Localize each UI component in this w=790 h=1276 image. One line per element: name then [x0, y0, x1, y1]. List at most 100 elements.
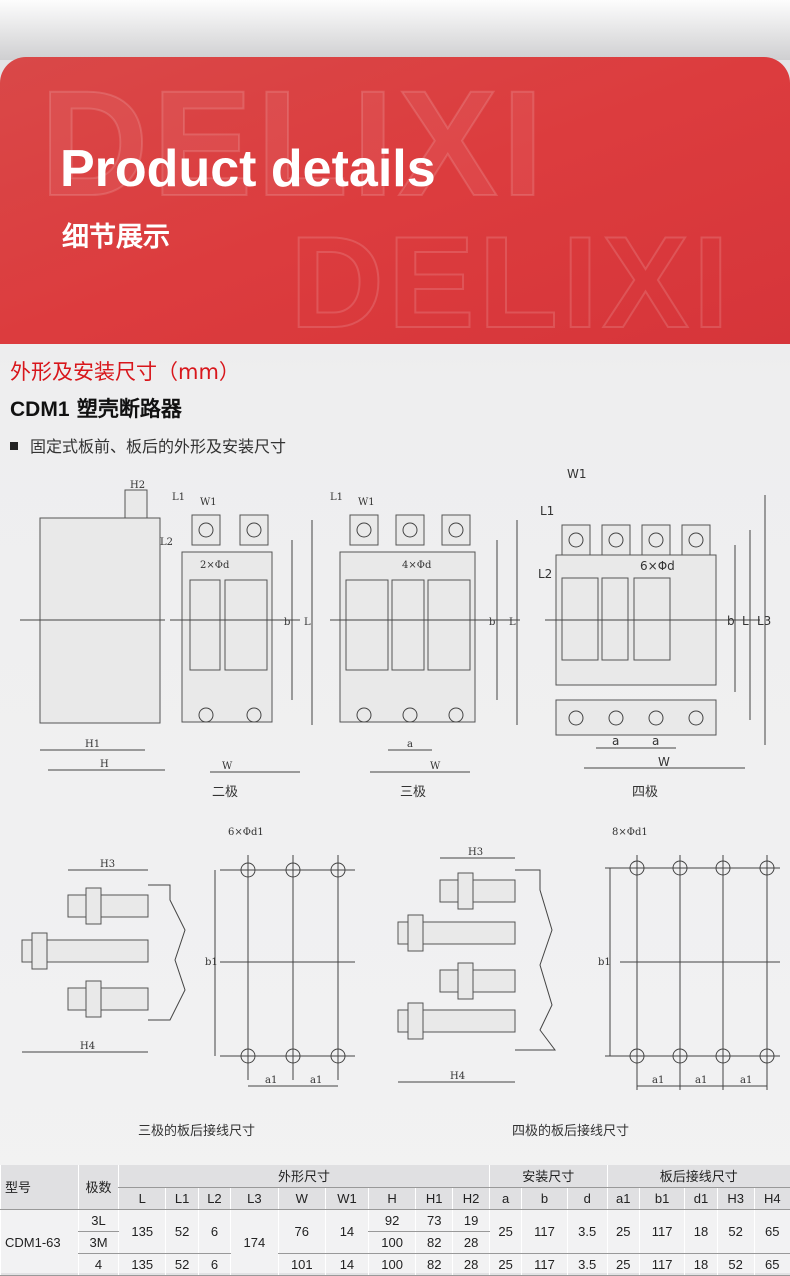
dimension-drawings: H2 H1 H L1 W1 L2 2×Φd b L W 二极 L1 W1 4×Φ…	[0, 460, 790, 1160]
svg-text:H2: H2	[130, 480, 145, 491]
svg-text:b: b	[284, 617, 290, 628]
svg-text:L: L	[742, 614, 749, 628]
header-rear: 板后接线尺寸	[607, 1165, 790, 1187]
table-row: CDM1-63 3L 135 52 6 174 76 14 92 73 19 2…	[1, 1209, 790, 1231]
column-header: a1	[607, 1187, 639, 1209]
svg-text:二极: 二极	[212, 785, 238, 800]
top-strip	[0, 0, 790, 60]
cell: 18	[685, 1253, 717, 1275]
svg-text:W1: W1	[567, 467, 587, 481]
cell: 117	[639, 1253, 684, 1275]
cell: 92	[368, 1209, 415, 1231]
svg-text:b1: b1	[205, 957, 218, 968]
svg-text:H3: H3	[100, 859, 115, 870]
svg-text:a: a	[612, 734, 619, 748]
two-pole-drawing: L1 W1 L2 2×Φd b L W 二极	[160, 492, 312, 800]
column-header: H2	[453, 1187, 490, 1209]
model-title: CDM1 塑壳断路器	[10, 393, 182, 423]
svg-text:L: L	[304, 617, 311, 628]
column-header: H4	[754, 1187, 790, 1209]
cell: 19	[453, 1209, 490, 1231]
square-bullet-icon	[10, 442, 18, 450]
column-header: H3	[717, 1187, 754, 1209]
cell: 174	[231, 1209, 278, 1275]
column-header: L2	[198, 1187, 230, 1209]
cell: 135	[119, 1209, 166, 1253]
cell: 28	[453, 1253, 490, 1275]
cell: 3.5	[567, 1209, 607, 1253]
svg-text:L1: L1	[330, 492, 343, 503]
svg-text:四极的板后接线尺寸: 四极的板后接线尺寸	[512, 1123, 629, 1139]
svg-text:L1: L1	[540, 504, 554, 518]
svg-text:H3: H3	[468, 847, 483, 858]
svg-text:L1: L1	[172, 492, 185, 503]
svg-text:W: W	[658, 755, 670, 769]
cell: 52	[166, 1253, 198, 1275]
column-header: L1	[166, 1187, 198, 1209]
column-header: b1	[639, 1187, 684, 1209]
svg-text:a: a	[652, 734, 659, 748]
cell: 65	[754, 1253, 790, 1275]
cell: 18	[685, 1209, 717, 1253]
cell: 117	[639, 1209, 684, 1253]
cell: 52	[717, 1209, 754, 1253]
cell: 100	[368, 1253, 415, 1275]
svg-text:6×Φd1: 6×Φd1	[228, 827, 264, 838]
column-header: d1	[685, 1187, 717, 1209]
svg-text:L2: L2	[538, 567, 552, 581]
svg-text:a1: a1	[652, 1075, 664, 1086]
svg-text:8×Φd1: 8×Φd1	[612, 827, 648, 838]
svg-text:W: W	[222, 761, 233, 772]
column-header: d	[567, 1187, 607, 1209]
watermark-logo: DELIXI	[290, 207, 733, 344]
header-outline: 外形尺寸	[119, 1165, 490, 1187]
svg-text:H4: H4	[80, 1041, 95, 1052]
svg-text:L: L	[509, 617, 516, 628]
header-install: 安装尺寸	[490, 1165, 608, 1187]
svg-text:H: H	[100, 759, 109, 770]
three-pole-drawing: L1 W1 4×Φd b L a W 三极	[330, 492, 520, 800]
cell: 3.5	[567, 1253, 607, 1275]
model-name: 塑壳断路器	[77, 397, 182, 421]
bullet-text: 固定式板前、板后的外形及安装尺寸	[30, 437, 286, 456]
header-model: 型号	[1, 1165, 79, 1209]
side-view-drawing: H2 H1 H	[20, 480, 165, 770]
svg-text:四极: 四极	[632, 785, 658, 800]
svg-text:L2: L2	[160, 537, 173, 548]
svg-text:b: b	[727, 614, 735, 628]
cell: 82	[416, 1231, 453, 1253]
svg-text:W1: W1	[358, 497, 375, 508]
column-header: W	[278, 1187, 325, 1209]
four-pole-rear-drawing: H3 H4 8×Φd1 b1 a1 a1 a1 四极的板后接线尺寸	[398, 827, 780, 1139]
cell: 6	[198, 1253, 230, 1275]
cell: 117	[522, 1209, 567, 1253]
svg-text:三极: 三极	[400, 785, 426, 800]
cell: 25	[607, 1253, 639, 1275]
cell: 25	[490, 1253, 522, 1275]
cell: 14	[326, 1253, 369, 1275]
model-cell: CDM1-63	[1, 1209, 79, 1275]
three-pole-rear-drawing: H3 H4 6×Φd1 b1 a1 a1 三极的板后接线尺寸	[22, 827, 355, 1139]
cell: 117	[522, 1253, 567, 1275]
bullet-item: 固定式板前、板后的外形及安装尺寸	[10, 433, 286, 457]
cell: 25	[490, 1209, 522, 1253]
four-pole-drawing: W1 L1 L2 6×Φd b L L3 a a W 四极	[538, 467, 771, 800]
section-title: 外形及安装尺寸（mm）	[10, 356, 240, 386]
svg-text:2×Φd: 2×Φd	[200, 560, 230, 571]
model-code: CDM1	[10, 398, 70, 421]
banner-title: Product details	[60, 139, 436, 199]
svg-text:a1: a1	[310, 1075, 322, 1086]
svg-text:L3: L3	[757, 614, 771, 628]
banner: DELIXI DELIXI Product details 细节展示	[0, 57, 790, 344]
svg-text:6×Φd: 6×Φd	[640, 559, 675, 573]
cell: 65	[754, 1209, 790, 1253]
column-header: L	[119, 1187, 166, 1209]
svg-text:a1: a1	[740, 1075, 752, 1086]
svg-text:W: W	[430, 761, 441, 772]
cell: 6	[198, 1209, 230, 1253]
svg-text:a1: a1	[695, 1075, 707, 1086]
svg-text:H1: H1	[85, 739, 100, 750]
banner-subtitle: 细节展示	[62, 215, 170, 254]
